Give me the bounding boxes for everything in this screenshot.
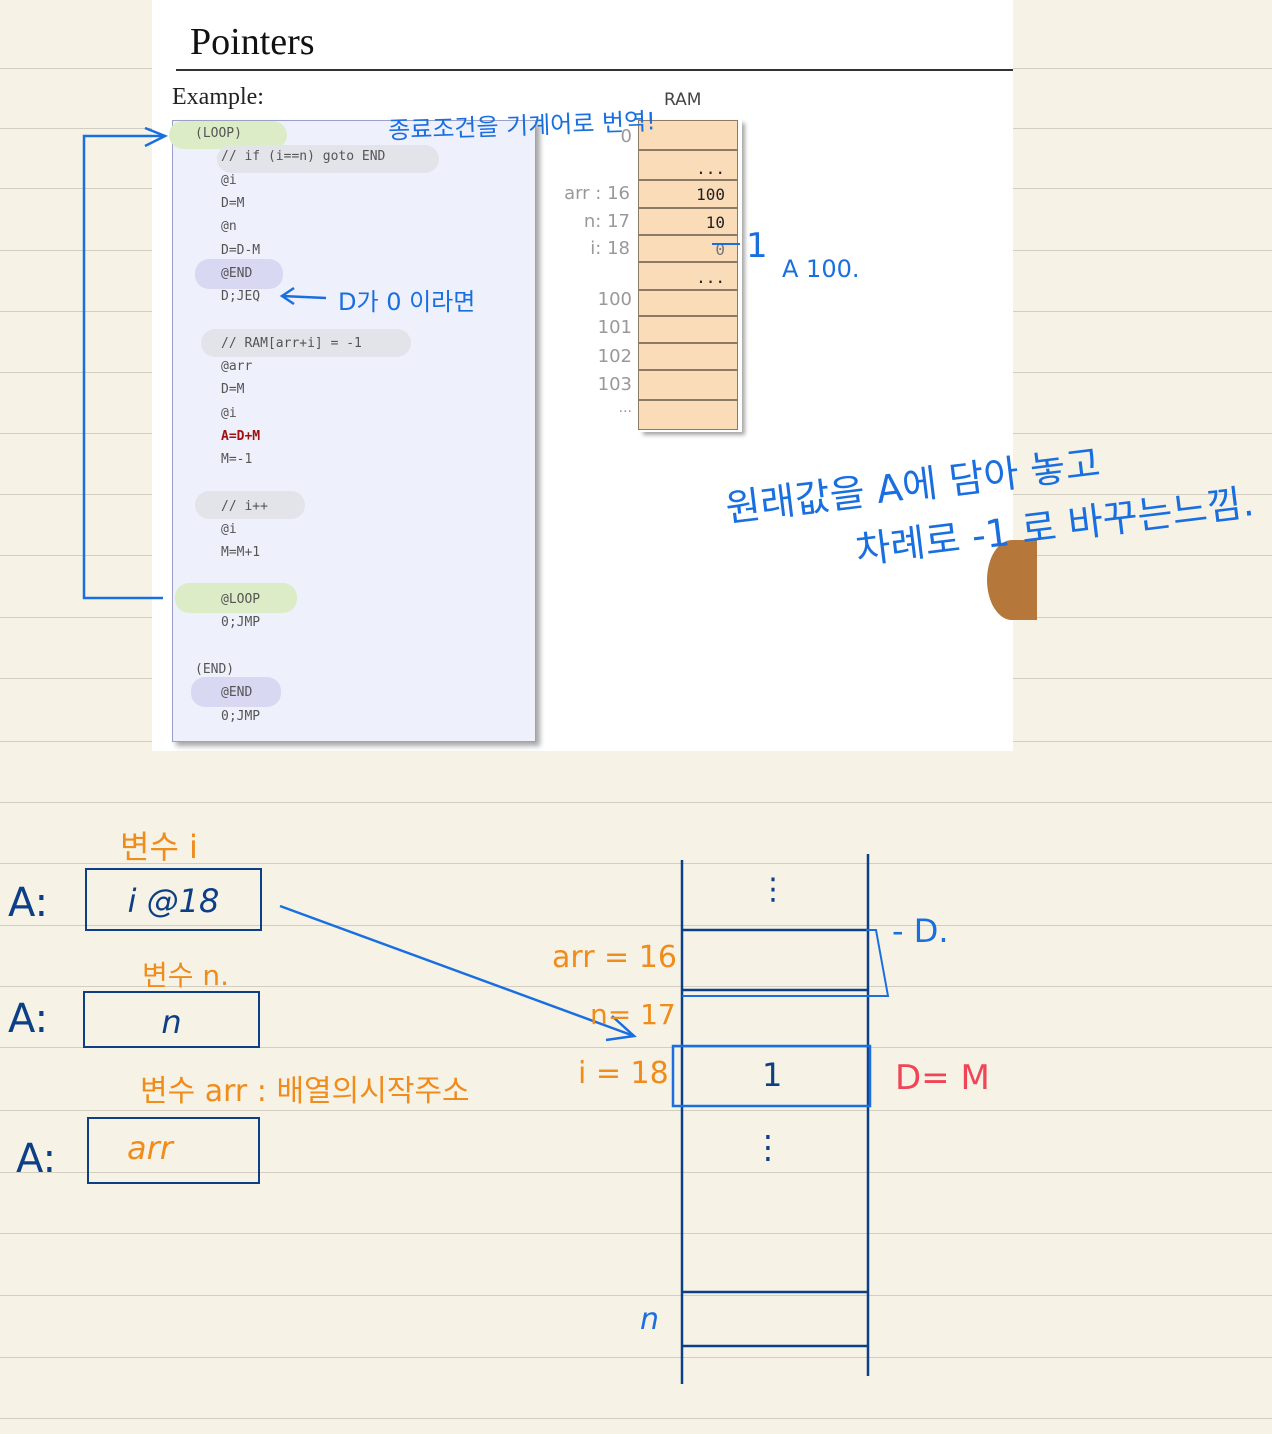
i-address-label: i = 18 [578,1056,669,1091]
memory-dots-top: ⋮ [758,872,788,907]
d-equals-m-note: D= M [895,1058,990,1098]
arr-address-label: arr = 16 [552,940,677,975]
loop-back-arrow [84,136,165,598]
memory-diagram-strokes [0,840,1272,1400]
note-d-zero: D가 0 이라면 [338,282,475,317]
d-mark-note: - D. [892,912,949,950]
memory-i-value: 1 [762,1056,782,1094]
d-zero-arrow [282,296,326,298]
n-address-label: n= 17 [590,998,676,1031]
memory-dots-mid: ⋮ [752,1128,784,1166]
ram-i-new-value: 1 [746,226,768,266]
n-bottom-label: n [640,1302,659,1337]
note-a-100: A 100. [782,255,859,283]
arr-bracket [682,930,888,996]
